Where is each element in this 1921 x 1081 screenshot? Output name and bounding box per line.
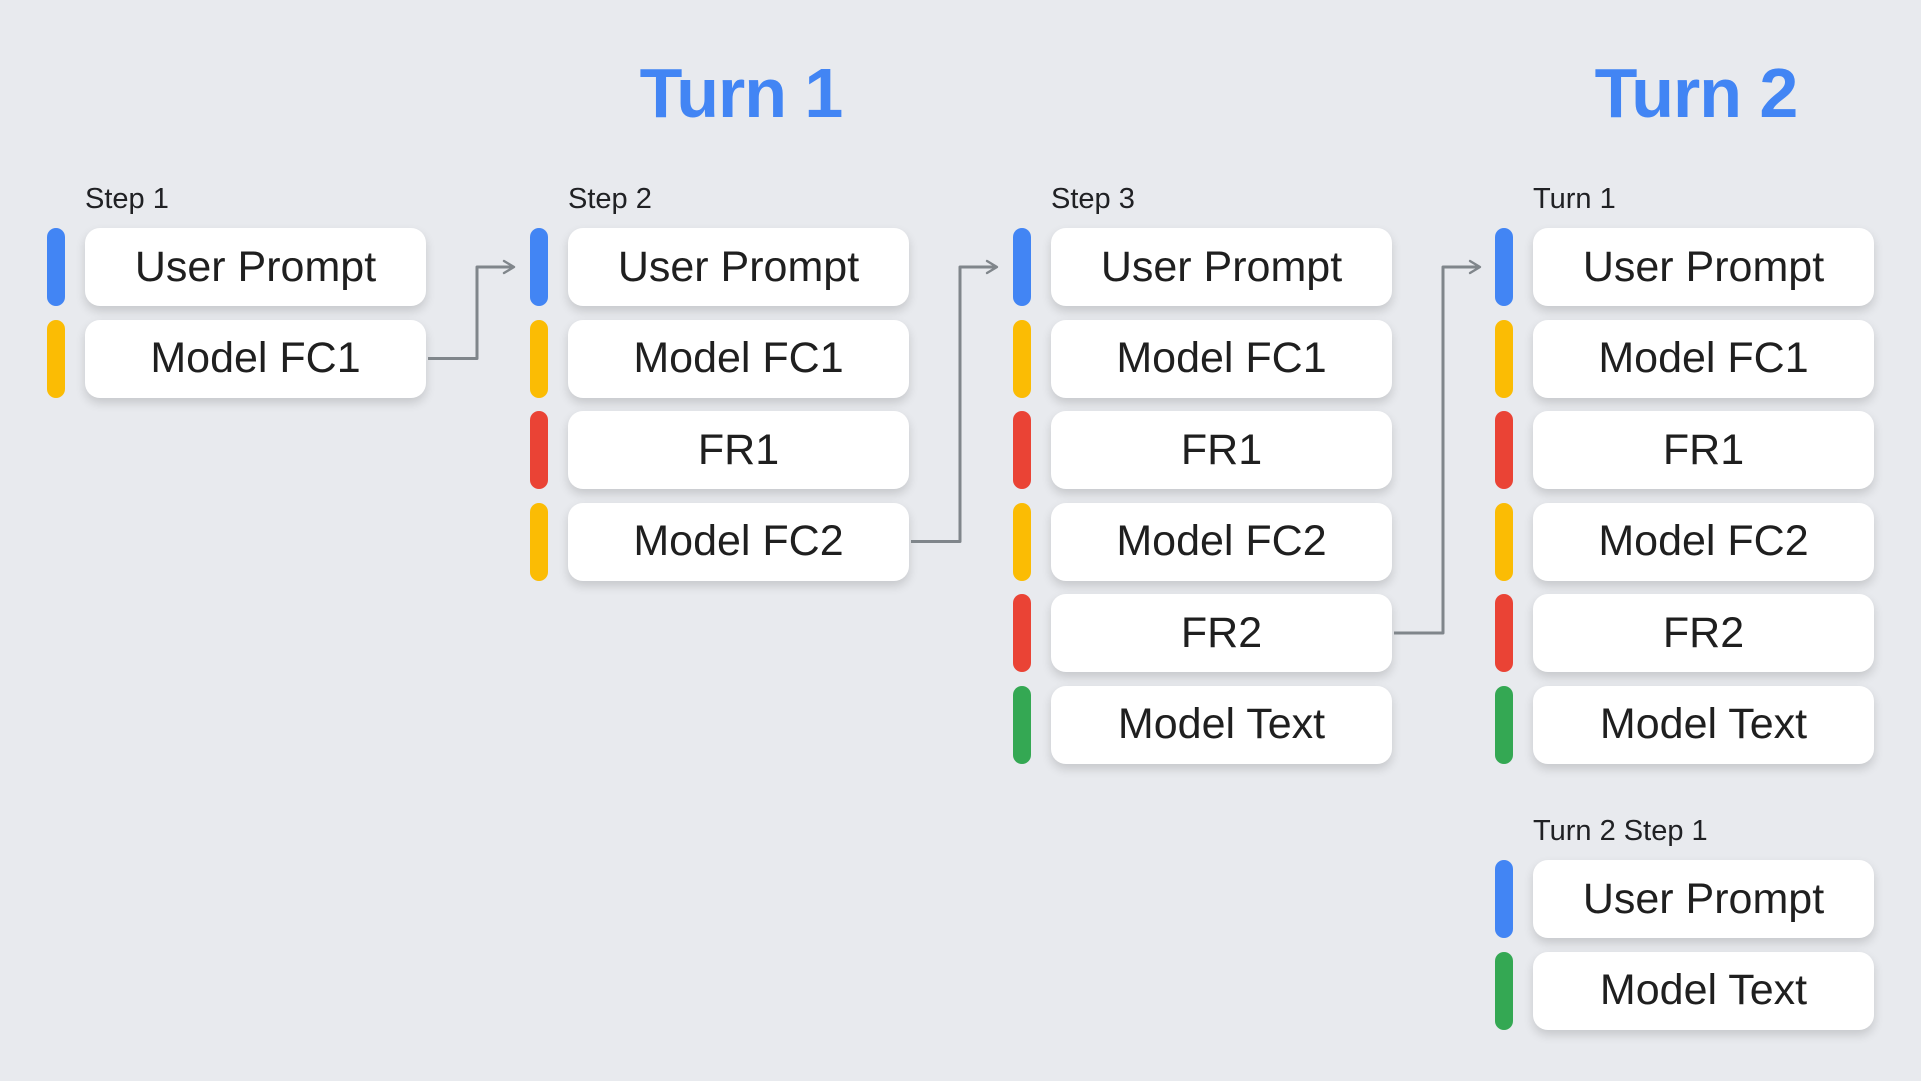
content-block-row: User Prompt bbox=[1495, 228, 1874, 306]
content-block-row: Model Text bbox=[1013, 685, 1392, 764]
content-block-row: FR1 bbox=[1495, 411, 1874, 489]
content-block-row: Model Text bbox=[1495, 685, 1874, 764]
user-prompt-color-bar bbox=[1495, 228, 1513, 306]
content-block-row: FR1 bbox=[1013, 411, 1392, 489]
content-block-row: Model FC2 bbox=[530, 502, 909, 581]
model-fc-color-bar bbox=[1013, 502, 1031, 581]
column-step-2: Step 2 User Prompt Model FC1 FR1 Model F… bbox=[530, 184, 909, 594]
content-block-row: User Prompt bbox=[530, 228, 909, 306]
content-block-row: User Prompt bbox=[1495, 860, 1874, 938]
model-fc2-box: Model FC2 bbox=[1533, 502, 1874, 581]
user-prompt-color-bar bbox=[530, 228, 548, 306]
turn-1-heading: Turn 1 bbox=[639, 54, 844, 132]
function-response-color-bar bbox=[1013, 411, 1031, 489]
content-block-row: FR2 bbox=[1495, 594, 1874, 672]
column-label: Turn 1 bbox=[1533, 183, 1616, 215]
model-fc-color-bar bbox=[1495, 502, 1513, 581]
user-prompt-box: User Prompt bbox=[85, 228, 426, 306]
model-fc1-box: Model FC1 bbox=[568, 319, 909, 398]
content-block-row: Model FC1 bbox=[47, 319, 426, 398]
model-fc-color-bar bbox=[530, 319, 548, 398]
content-block-row: User Prompt bbox=[47, 228, 426, 306]
model-text-box: Model Text bbox=[1533, 951, 1874, 1030]
model-fc-color-bar bbox=[47, 319, 65, 398]
model-text-color-bar bbox=[1495, 951, 1513, 1030]
model-text-box: Model Text bbox=[1533, 685, 1874, 764]
fr1-box: FR1 bbox=[1533, 411, 1874, 489]
content-block-row: User Prompt bbox=[1013, 228, 1392, 306]
content-block-row: FR1 bbox=[530, 411, 909, 489]
user-prompt-box: User Prompt bbox=[568, 228, 909, 306]
model-text-box: Model Text bbox=[1051, 685, 1392, 764]
fr1-box: FR1 bbox=[1051, 411, 1392, 489]
user-prompt-color-bar bbox=[1013, 228, 1031, 306]
column-label: Step 3 bbox=[1051, 183, 1135, 215]
model-fc1-box: Model FC1 bbox=[1533, 319, 1874, 398]
model-text-color-bar bbox=[1495, 685, 1513, 764]
content-block-row: Model FC1 bbox=[1495, 319, 1874, 398]
user-prompt-color-bar bbox=[1495, 860, 1513, 938]
column-turn-2-step-1: Turn 2 Step 1 User Prompt Model Text bbox=[1495, 816, 1874, 1043]
user-prompt-color-bar bbox=[47, 228, 65, 306]
function-response-color-bar bbox=[530, 411, 548, 489]
content-block-row: Model FC2 bbox=[1495, 502, 1874, 581]
function-response-color-bar bbox=[1495, 594, 1513, 672]
arrow-step1-model-fc1-to-step2-user-prompt bbox=[428, 259, 516, 360]
column-label: Step 2 bbox=[568, 183, 652, 215]
column-turn-1-history: Turn 1 User Prompt Model FC1 FR1 Model F… bbox=[1495, 184, 1874, 777]
content-block-row: Model FC1 bbox=[1013, 319, 1392, 398]
model-text-color-bar bbox=[1013, 685, 1031, 764]
fr2-box: FR2 bbox=[1051, 594, 1392, 672]
model-fc1-box: Model FC1 bbox=[1051, 319, 1392, 398]
model-fc2-box: Model FC2 bbox=[568, 502, 909, 581]
function-response-color-bar bbox=[1495, 411, 1513, 489]
user-prompt-box: User Prompt bbox=[1533, 228, 1874, 306]
model-fc-color-bar bbox=[530, 502, 548, 581]
model-fc2-box: Model FC2 bbox=[1051, 502, 1392, 581]
arrow-step3-fr2-to-turn1-user-prompt bbox=[1394, 259, 1482, 635]
content-block-row: Model FC1 bbox=[530, 319, 909, 398]
content-block-row: Model FC2 bbox=[1013, 502, 1392, 581]
content-block-row: Model Text bbox=[1495, 951, 1874, 1030]
content-block-row: FR2 bbox=[1013, 594, 1392, 672]
arrow-step2-model-fc2-to-step3-user-prompt bbox=[911, 259, 999, 543]
column-step-1: Step 1 User Prompt Model FC1 bbox=[47, 184, 426, 411]
model-fc1-box: Model FC1 bbox=[85, 319, 426, 398]
function-response-color-bar bbox=[1013, 594, 1031, 672]
model-fc-color-bar bbox=[1013, 319, 1031, 398]
model-fc-color-bar bbox=[1495, 319, 1513, 398]
column-label: Step 1 bbox=[85, 183, 169, 215]
user-prompt-box: User Prompt bbox=[1051, 228, 1392, 306]
column-label: Turn 2 Step 1 bbox=[1533, 815, 1708, 847]
column-step-3: Step 3 User Prompt Model FC1 FR1 Model F… bbox=[1013, 184, 1392, 777]
fr2-box: FR2 bbox=[1533, 594, 1874, 672]
user-prompt-box: User Prompt bbox=[1533, 860, 1874, 938]
fr1-box: FR1 bbox=[568, 411, 909, 489]
turn-2-heading: Turn 2 bbox=[1594, 54, 1799, 132]
